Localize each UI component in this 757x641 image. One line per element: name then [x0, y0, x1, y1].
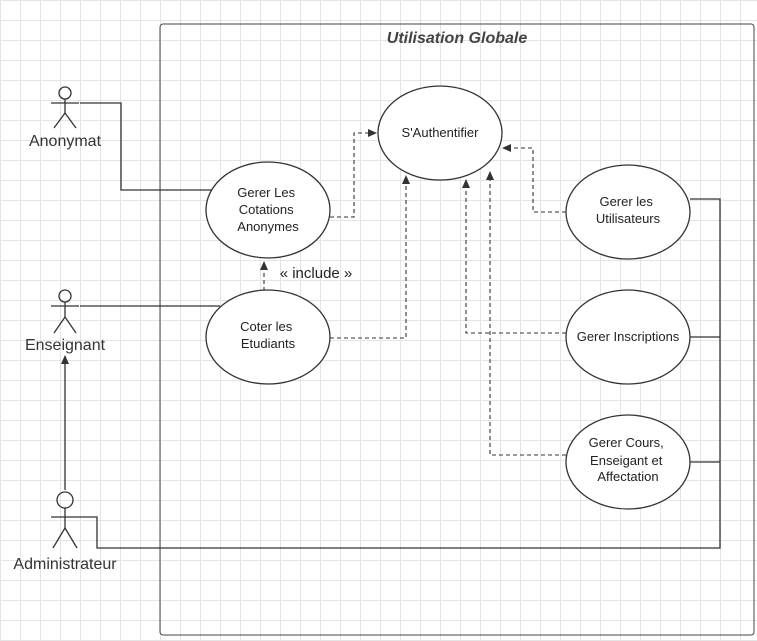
- system-title: Utilisation Globale: [387, 30, 528, 47]
- association-administrateur-utilisateurs: [80, 198, 721, 549]
- actor-label: Administrateur: [13, 556, 117, 573]
- use-case-line: Etudiants: [241, 336, 296, 351]
- include-label: « include »: [280, 265, 353, 282]
- use-case-cotations[interactable]: Gerer Les Cotations Anonymes: [205, 161, 331, 259]
- actor-administrateur[interactable]: Administrateur: [13, 491, 117, 573]
- dependency-cours-auth: [486, 171, 566, 456]
- actor-label: Enseignant: [25, 337, 106, 354]
- stick-figure-icon: [51, 491, 80, 549]
- use-case-line: Gerer les: [599, 194, 653, 209]
- use-case-line: S'Authentifier: [402, 125, 480, 140]
- use-case-line: Anonymes: [237, 219, 299, 234]
- svg-text:Gerer les Utilisateurs: Gerer les Utilisateurs: [596, 194, 661, 226]
- use-case-line: Gerer Inscriptions: [577, 329, 680, 344]
- use-case-line: Cotations: [239, 202, 294, 217]
- use-case-line: Gerer Les: [237, 185, 295, 200]
- actor-anonymat[interactable]: Anonymat: [29, 86, 102, 150]
- stick-figure-icon: [51, 289, 79, 334]
- actor-label: Anonymat: [29, 133, 102, 150]
- svg-text:Coter les Etudiants: Coter les Etudiants: [240, 319, 296, 351]
- use-case-inscriptions[interactable]: Gerer Inscriptions: [565, 289, 691, 385]
- use-case-line: Affectation: [597, 469, 658, 484]
- use-case-line: Gerer Cours,: [589, 435, 664, 450]
- use-case-auth[interactable]: S'Authentifier: [377, 85, 503, 181]
- actor-enseignant[interactable]: Enseignant: [25, 289, 106, 354]
- system-boundary: [159, 23, 755, 636]
- use-case-line: Utilisateurs: [596, 211, 661, 226]
- association-anonymat-cotations: [80, 102, 216, 191]
- dependency-utilisateurs-auth: [502, 144, 566, 213]
- svg-text:Gerer Les Cotations: Gerer Les Cotations Anonymes: [237, 185, 299, 234]
- svg-text:Gerer Inscriptions: Gerer Inscriptions: [577, 329, 680, 344]
- dependency-inscriptions-auth: [462, 179, 566, 334]
- stick-figure-icon: [51, 86, 79, 129]
- use-case-coter[interactable]: Coter les Etudiants: [205, 289, 331, 385]
- use-case-cours[interactable]: Gerer Cours, Enseigant et Affectation: [565, 414, 691, 510]
- dependency-cotations-auth: [330, 129, 377, 218]
- use-case-utilisateurs[interactable]: Gerer les Utilisateurs: [565, 164, 691, 260]
- dependency-coter-auth: [330, 175, 410, 339]
- svg-text:Gerer Cours, Enseigant e: Gerer Cours, Enseigant et Affectation: [589, 435, 668, 484]
- use-case-line: Coter les: [240, 319, 293, 334]
- svg-text:S'Authentifier: S'Authentifier: [402, 125, 480, 140]
- use-case-line: Enseigant et: [590, 453, 663, 468]
